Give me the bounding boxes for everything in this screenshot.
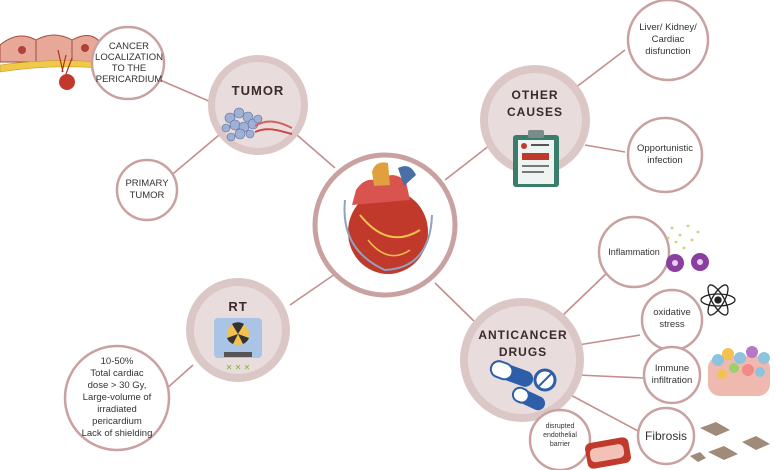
- endothelial-barrier-node: [528, 408, 592, 470]
- anticancer-drugs-hub: [460, 298, 584, 422]
- clipboard-icon: [513, 130, 559, 187]
- atom-icon: [700, 284, 736, 316]
- fibrosis-node: [636, 406, 696, 466]
- inflammation-label: Inflammation: [608, 247, 660, 257]
- other-causes-hub-label: OTHER CAUSES: [506, 88, 563, 119]
- pericardium-illustration: [0, 34, 101, 90]
- inflammation-cells-icon: [666, 224, 709, 272]
- liver-kidney-node: [626, 0, 710, 82]
- oxidative-stress-label: oxidative stress: [653, 307, 691, 330]
- inflammation-node: [597, 215, 671, 289]
- endothelial-barrier-label: disrupted endothelial barrier: [543, 422, 577, 448]
- radiation-machine-icon: ✕ ✕ ✕: [214, 318, 262, 372]
- pills-icon: [489, 360, 557, 411]
- rt-detail-label: 10-50% Total cardiac dose > 30 Gy, Large…: [81, 356, 153, 439]
- primary-tumor-node: [115, 158, 179, 222]
- fibroblasts-icon: [690, 422, 770, 462]
- center-heart-node: [312, 152, 458, 298]
- tumor-hub: [208, 55, 308, 155]
- cancer-localization-node: [90, 25, 166, 101]
- tumor-cells-icon: [221, 107, 293, 142]
- immune-infiltration-label: Immune infiltration: [651, 363, 693, 386]
- opportunistic-infection-node: [626, 116, 704, 194]
- rt-detail-node: [63, 344, 171, 452]
- primary-tumor-label: PRIMARY TUMOR: [125, 178, 169, 201]
- tumor-hub-label: TUMOR: [231, 82, 285, 98]
- immune-cells-icon: [708, 346, 770, 396]
- cancer-localization-label: CANCER LOCALIZATION TO THE PERICARDIUM: [95, 41, 163, 85]
- rt-hub-label: RT: [228, 298, 248, 314]
- leaf-circles: [63, 0, 710, 470]
- liver-kidney-label: Liver/ Kidney/ Cardiac disfunction: [639, 22, 697, 57]
- opportunistic-infection-label: Opportunistic infection: [637, 143, 693, 166]
- fibrosis-label: Fibrosis: [644, 429, 687, 443]
- svg-text:✕ ✕ ✕: ✕ ✕ ✕: [226, 363, 251, 372]
- immune-infiltration-node: [642, 345, 702, 405]
- anticancer-drugs-hub-label: ANTICANCER DRUGS: [478, 328, 568, 359]
- blood-vessel-icon: [585, 437, 631, 469]
